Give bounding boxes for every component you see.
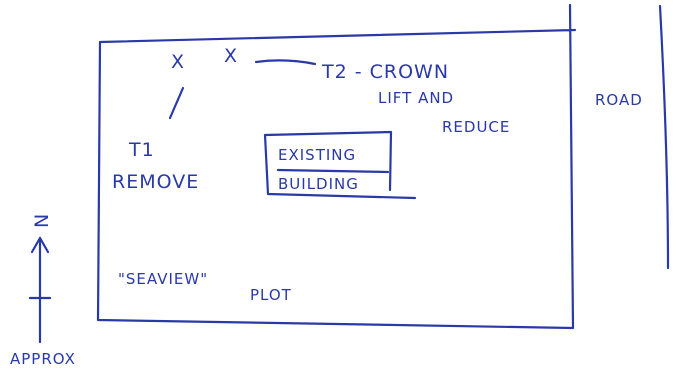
plot-label-line1: "SEAVIEW" <box>118 270 208 288</box>
north-letter: N <box>31 213 53 228</box>
building-label-line1: EXISTING <box>278 146 356 164</box>
road-label: ROAD <box>595 91 643 109</box>
tree-t1-marker: X <box>171 51 185 73</box>
road-edge-line <box>658 4 670 270</box>
plot-label-line2: PLOT <box>250 286 292 304</box>
t1-label: T1 <box>128 139 155 161</box>
t1-action: REMOVE <box>112 171 199 193</box>
t2-label: T2 - CROWN <box>321 61 449 83</box>
svg-text:X: X <box>171 51 185 73</box>
t1-leader-line <box>168 86 185 120</box>
svg-text:X: X <box>224 45 238 67</box>
tree-t2-marker: X <box>224 45 238 67</box>
building-label-line2: BUILDING <box>278 175 359 193</box>
t2-action-line1: LIFT AND <box>378 89 454 107</box>
north-approx-note: APPROX <box>10 350 76 368</box>
plot-boundary <box>96 3 577 330</box>
building-outline <box>263 130 417 200</box>
t2-leader-line <box>254 59 317 66</box>
t2-action-line2: REDUCE <box>442 118 510 136</box>
north-arrow: N APPROX <box>10 213 76 368</box>
north-arrow-head <box>30 236 50 254</box>
